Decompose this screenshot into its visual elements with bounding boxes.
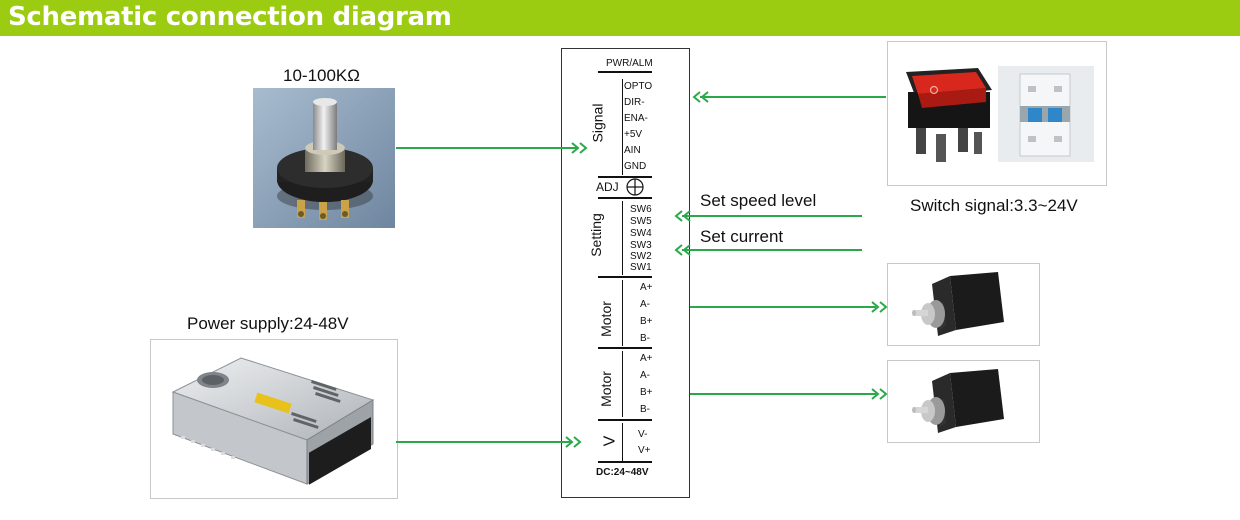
- setting-pin: SW6: [630, 204, 652, 215]
- signal-pin: ENA-: [624, 113, 648, 124]
- set-current-label: Set current: [700, 227, 784, 246]
- signal-pin: DIR-: [624, 97, 645, 108]
- arrow-head: [573, 436, 582, 448]
- switch-signal-label: Switch signal:3.3~24V: [910, 196, 1078, 215]
- arrow-head: [565, 436, 574, 448]
- divider: [598, 71, 652, 73]
- motor2-pin: A+: [640, 353, 653, 364]
- signal-pin: GND: [624, 161, 647, 172]
- potentiometer-icon: [253, 88, 395, 228]
- divider: [622, 201, 623, 275]
- arrow-head: [682, 210, 691, 222]
- divider: [622, 351, 623, 417]
- circuit-breaker-icon: [998, 66, 1094, 162]
- motor1-pin: A+: [640, 282, 653, 293]
- divider: [598, 276, 652, 278]
- signal-pin: AIN: [624, 145, 641, 156]
- set-speed-label: Set speed level: [700, 191, 817, 210]
- arrow-head: [692, 91, 701, 103]
- divider: [598, 419, 652, 421]
- stepper-motor-icon: [912, 369, 1004, 433]
- rocker-switch-icon: [906, 68, 992, 162]
- arrow-head: [674, 244, 683, 256]
- divider: [622, 79, 623, 175]
- stepper-motor-icon: [912, 272, 1004, 336]
- divider: [598, 461, 652, 463]
- arrow-head: [579, 142, 588, 154]
- power-supply-icon: [171, 357, 375, 485]
- arrow-head: [879, 388, 888, 400]
- power-pin: V-: [638, 429, 648, 440]
- setting-pin: SW3: [630, 240, 652, 251]
- power-pin: V+: [638, 445, 651, 456]
- arrow-head: [674, 210, 683, 222]
- potentiometer-photo: [253, 88, 395, 228]
- power-supply-photo: [150, 339, 398, 499]
- pwr-alm-label: PWR/ALM: [606, 58, 653, 69]
- motor1-pin: A-: [640, 299, 650, 310]
- adj-label: ADJ: [596, 180, 619, 194]
- setting-pin: SW2: [630, 251, 652, 262]
- motor1-pin: B-: [640, 333, 650, 344]
- motor2-pin: B+: [640, 387, 653, 398]
- switch-photo: [887, 41, 1107, 186]
- header-banner: Schematic connection diagram: [0, 0, 1240, 36]
- arrow-head: [871, 388, 880, 400]
- divider: [622, 423, 623, 461]
- power-supply-label: Power supply:24-48V: [187, 314, 349, 333]
- motor2-pin: B-: [640, 404, 650, 415]
- signal-pin: +5V: [624, 129, 643, 140]
- arrow-head: [682, 244, 691, 256]
- divider: [622, 280, 623, 346]
- arrow-head: [879, 301, 888, 313]
- potentiometer-label: 10-100KΩ: [283, 66, 360, 85]
- ground-symbol-icon: [626, 178, 644, 196]
- setting-pin: SW1: [630, 262, 652, 273]
- driver-panel: PWR/ALM Signal OPTO DIR- ENA- +5V AIN GN…: [561, 48, 690, 498]
- setting-pin: SW4: [630, 228, 652, 239]
- signal-pin: OPTO: [624, 81, 653, 92]
- dc-voltage-label: DC:24~48V: [596, 467, 649, 478]
- motor1-pin: B+: [640, 316, 653, 327]
- divider: [598, 197, 652, 199]
- page-title: Schematic connection diagram: [8, 2, 452, 32]
- motor-photo-1: [887, 263, 1040, 346]
- motor2-pin: A-: [640, 370, 650, 381]
- divider: [598, 176, 652, 178]
- arrow-head: [571, 142, 580, 154]
- arrow-head: [700, 91, 709, 103]
- arrow-head: [871, 301, 880, 313]
- setting-pin: SW5: [630, 216, 652, 227]
- motor-photo-2: [887, 360, 1040, 443]
- divider: [598, 347, 652, 349]
